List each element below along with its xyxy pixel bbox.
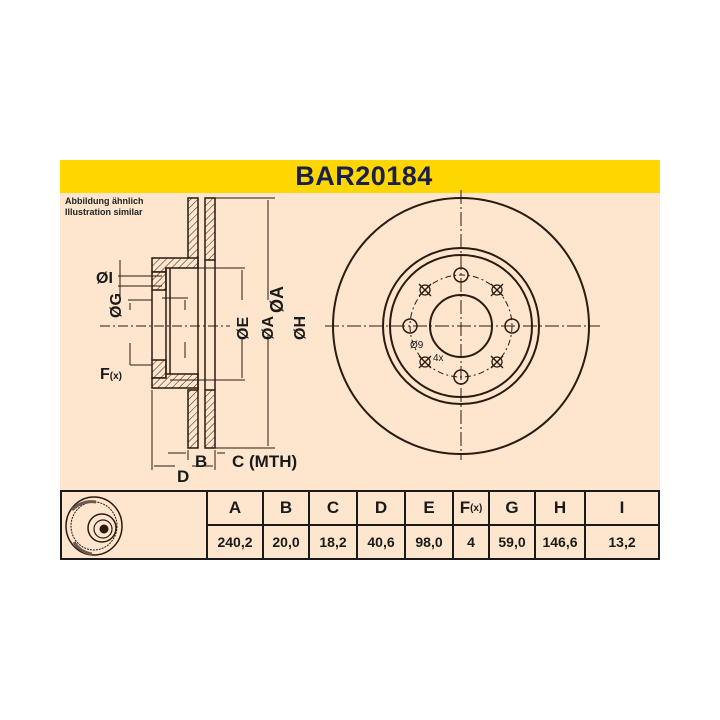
col-i: I 13,2 — [586, 492, 658, 558]
header-f-sub: (x) — [470, 502, 483, 514]
col-g: G 59,0 — [490, 492, 536, 558]
header-g: G — [490, 492, 534, 526]
header-b: B — [264, 492, 308, 526]
value-g: 59,0 — [498, 534, 526, 550]
value-h: 146,6 — [542, 534, 578, 550]
datasheet-panel: BAR20184 Abbildung ähnlich Illustration … — [60, 160, 660, 560]
col-c: C 18,2 — [310, 492, 358, 558]
value-b: 20,0 — [272, 534, 300, 550]
bolt-dia-label: Ø9 — [410, 340, 424, 351]
value-d: 40,6 — [367, 534, 395, 550]
col-b: B 20,0 — [264, 492, 310, 558]
value-i: 13,2 — [608, 534, 636, 550]
brake-disc-icon — [65, 496, 123, 556]
value-f: 4 — [467, 534, 475, 550]
col-h: H 146,6 — [536, 492, 586, 558]
label-dia-a: ØA — [267, 286, 287, 313]
value-a: 240,2 — [217, 534, 253, 550]
label-f-main: F — [100, 366, 110, 383]
part-number-title: BAR20184 — [295, 161, 433, 191]
front-view — [325, 190, 600, 460]
note-german: Abbildung ähnlich — [65, 196, 144, 206]
value-c: 18,2 — [319, 534, 347, 550]
label-f-sub: (x) — [109, 371, 123, 382]
header-h: H — [536, 492, 584, 526]
value-e: 98,0 — [415, 534, 443, 550]
col-d: D 40,6 — [358, 492, 406, 558]
label-d: D — [177, 467, 190, 486]
col-f: F(x) 4 — [454, 492, 490, 558]
label-f: F(x) — [100, 366, 122, 384]
header-d: D — [358, 492, 404, 526]
header-a: A — [208, 492, 262, 526]
dimension-table: A 240,2 B 20,0 C 18,2 D 40,6 E 98,0 F(x)… — [60, 490, 660, 560]
note-english: Illustration similar — [65, 207, 143, 217]
header-c: C — [310, 492, 356, 526]
bolt-count-label: 4x — [433, 353, 444, 364]
side-section-view: ØA — [100, 197, 287, 470]
header-bar: BAR20184 — [60, 160, 660, 193]
label-b: B — [195, 452, 208, 471]
col-e: E 98,0 — [406, 492, 454, 558]
header-f: F(x) — [454, 492, 488, 526]
label-dia-i: ØI — [96, 270, 113, 287]
header-i: I — [586, 492, 658, 526]
header-f-main: F — [459, 498, 471, 517]
illustration-note: Abbildung ähnlich Illustration similar — [65, 196, 144, 218]
col-a: A 240,2 — [208, 492, 264, 558]
label-c-mth: C (MTH) — [232, 452, 298, 471]
header-e: E — [406, 492, 452, 526]
disc-thumbnail — [62, 492, 208, 558]
